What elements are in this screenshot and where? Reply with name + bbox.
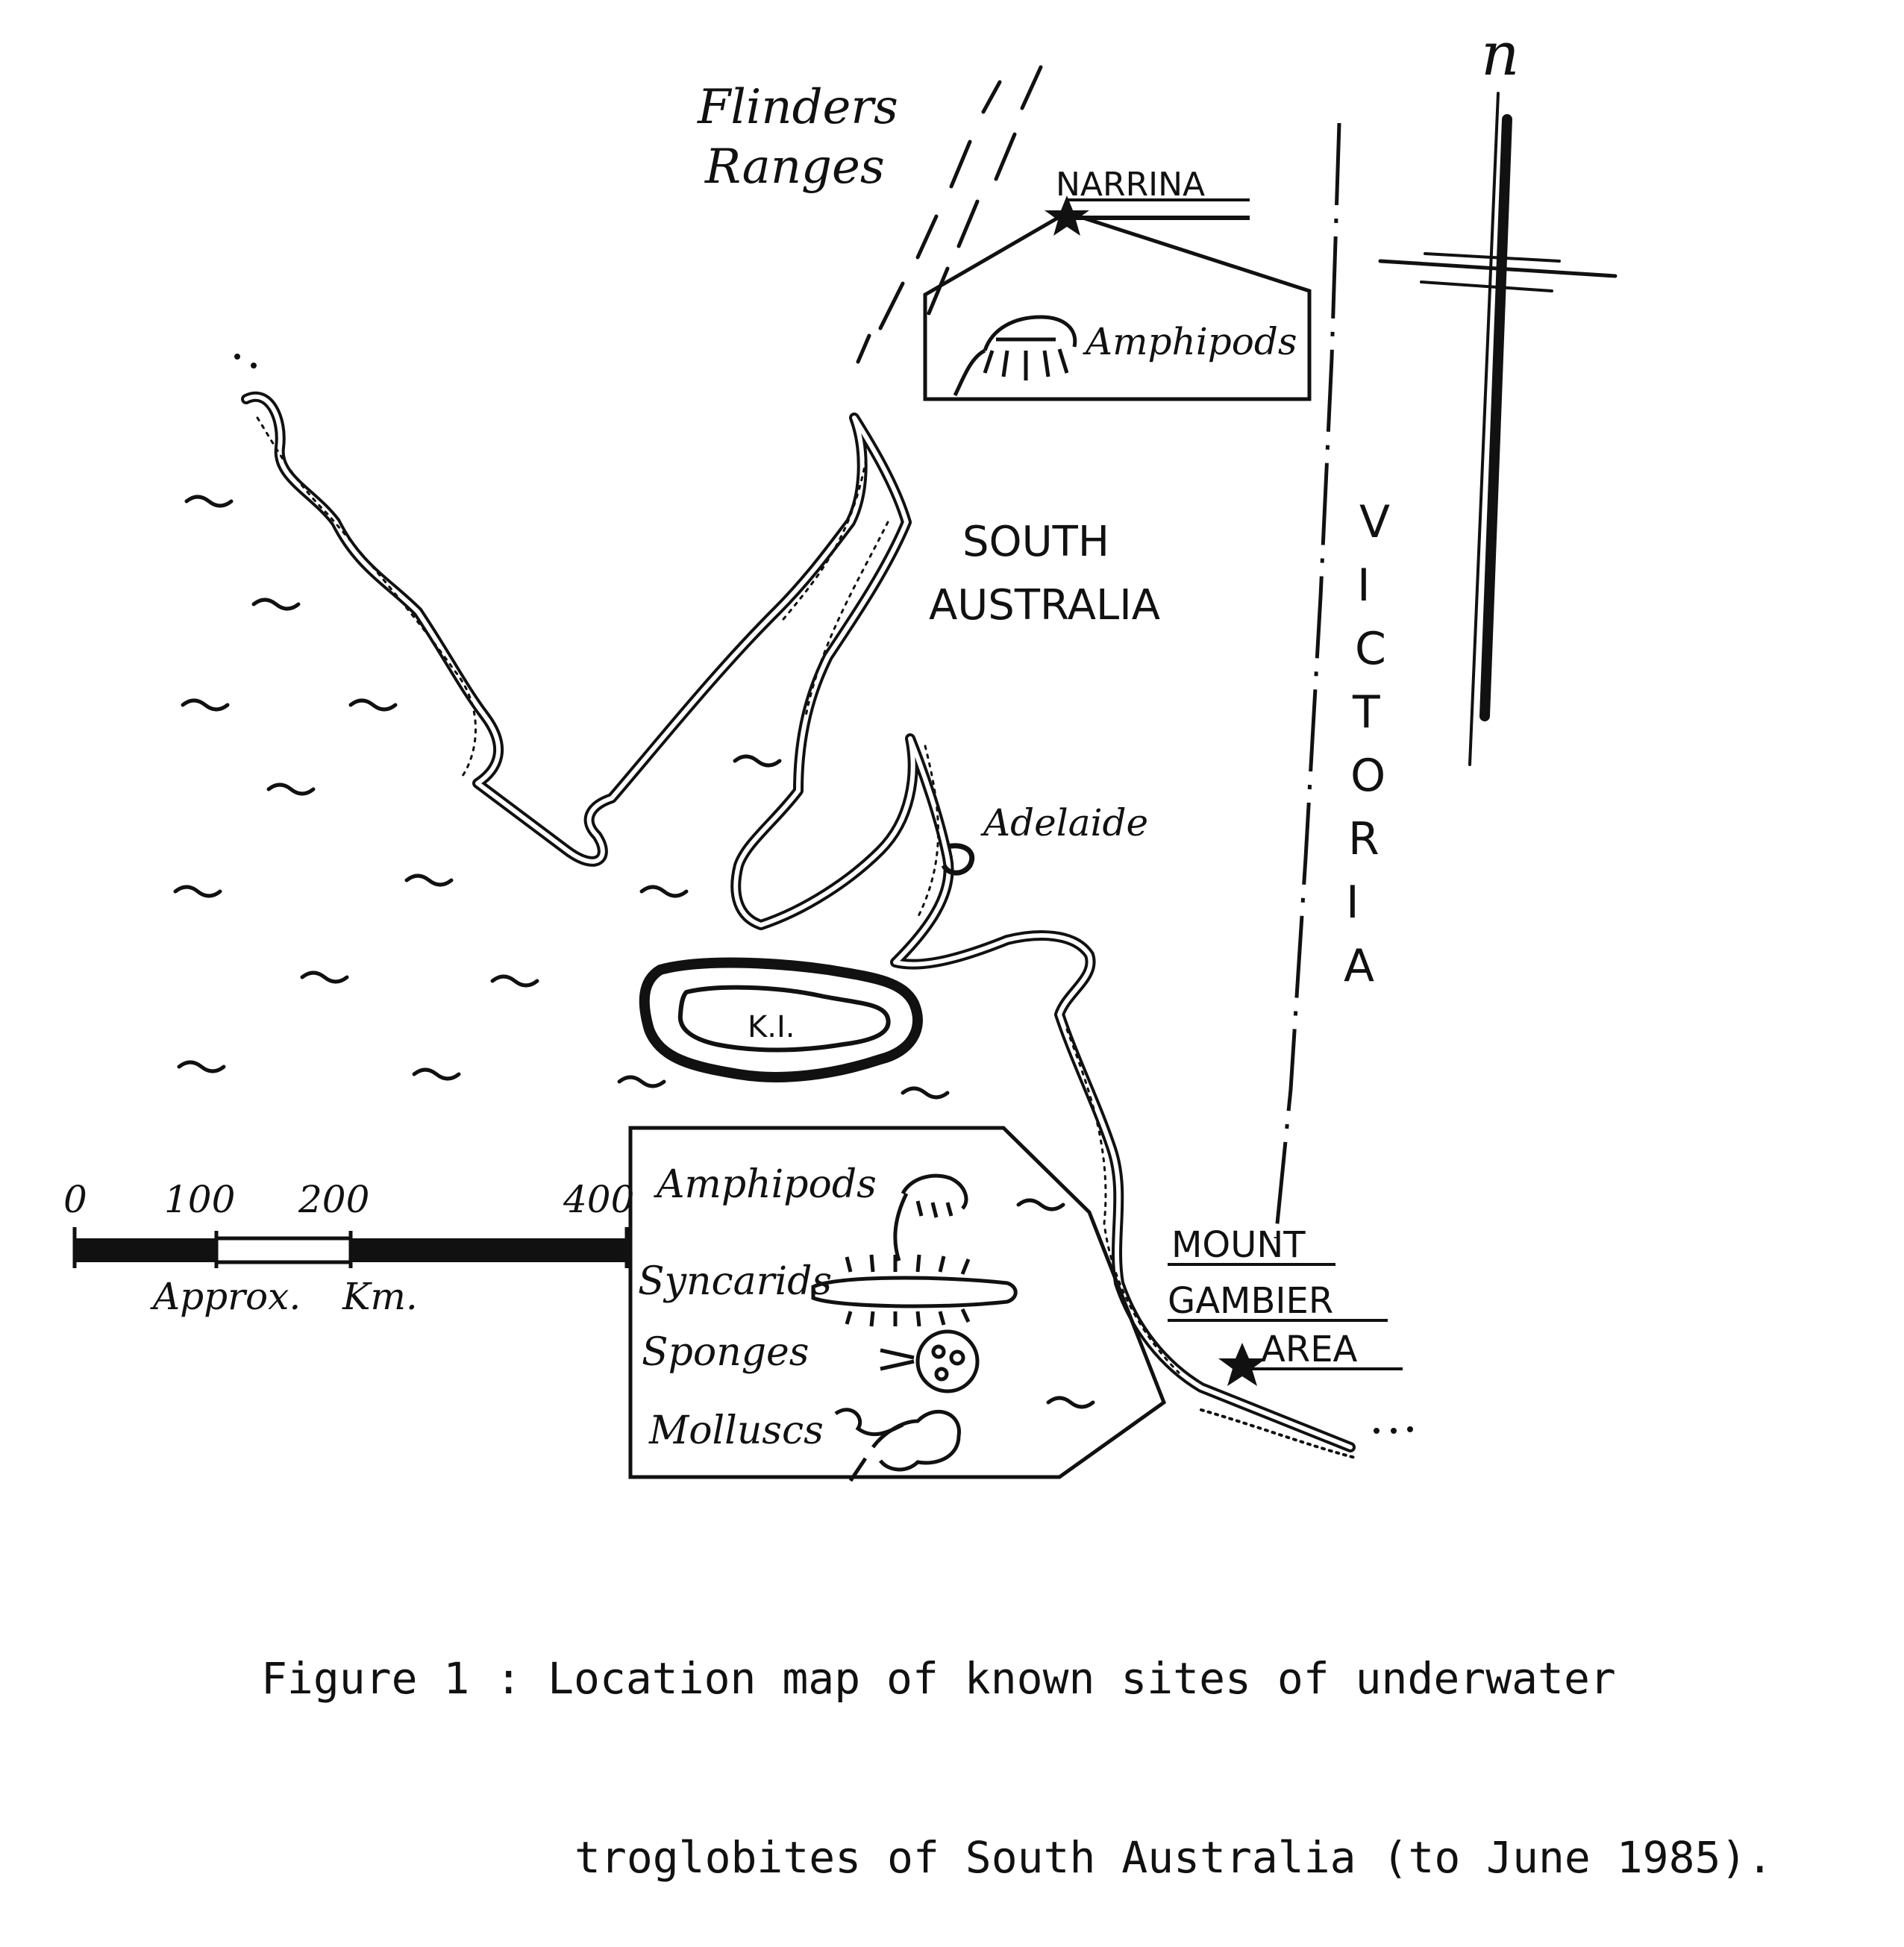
sea-wave	[177, 1060, 226, 1073]
caption-line-2: troglobites of South Australia (to June …	[574, 1832, 1773, 1883]
ranges-dash	[994, 132, 1017, 181]
sea-wave	[639, 885, 689, 898]
location-map: NARRINA Amphipods Amphipods Syncarids Sp…	[63, 19, 1618, 1482]
ranges-dash	[878, 281, 905, 330]
victoria-letter: V	[1359, 496, 1390, 548]
north-inset: NARRINA Amphipods	[923, 166, 1312, 401]
north-arrow-label: n	[1481, 19, 1520, 89]
north-inset-taxon: Amphipods	[1083, 320, 1297, 363]
victoria-letter: A	[1344, 940, 1374, 992]
sponge-icon	[880, 1329, 980, 1393]
syncarid-icon	[811, 1254, 1018, 1327]
narrina-star-icon	[1045, 195, 1089, 236]
area-label: AREA	[1261, 1329, 1358, 1370]
victoria-letter: O	[1350, 750, 1385, 802]
sea-wave	[733, 754, 782, 768]
adelaide-label: Adelaide	[980, 801, 1148, 844]
sea-wave	[181, 698, 230, 712]
ranges-dash	[856, 333, 871, 364]
flinders-ranges-marks	[856, 65, 1043, 364]
sea-wave	[617, 1075, 666, 1088]
victoria-letter: R	[1348, 813, 1380, 865]
scale-tick-label: 400	[563, 1178, 634, 1221]
amphipod-icon	[953, 315, 1077, 397]
coastline-inner	[244, 394, 1353, 1449]
sea-wave	[1016, 1198, 1065, 1211]
flinders-label: Flinders	[697, 80, 898, 135]
sea-wave	[412, 1067, 461, 1081]
coast-fuzz-south	[1200, 1408, 1359, 1460]
sea-wave	[348, 698, 398, 712]
gambier-label: GAMBIER	[1168, 1280, 1333, 1322]
sea-wave	[901, 1086, 950, 1100]
ki-inner-outline	[677, 985, 891, 1053]
ranges-label: Ranges	[704, 139, 885, 195]
ranges-dash	[949, 139, 972, 189]
sea-wave	[490, 974, 539, 988]
sea-waves	[173, 495, 1095, 1409]
sea-wave	[1046, 1396, 1095, 1409]
scale-tick-label: 0	[63, 1178, 87, 1221]
victoria-letter: C	[1355, 623, 1386, 675]
mollusc-icon	[834, 1408, 961, 1482]
state-border	[1274, 122, 1341, 1239]
ki-outer-outline	[639, 957, 923, 1082]
adelaide-bump	[941, 843, 975, 876]
south-inset-taxon: Sponges	[642, 1330, 809, 1375]
ki-label: K.I.	[748, 1010, 795, 1044]
south-inset: Amphipods Syncarids Sponges Molluscs	[628, 1126, 1167, 1482]
sea-wave	[300, 971, 349, 984]
ranges-dash	[915, 214, 939, 260]
scale-unit-label: Approx. Km.	[150, 1275, 418, 1318]
victoria-letter: T	[1352, 686, 1380, 739]
north-inset-box	[923, 210, 1312, 401]
ranges-dash	[981, 80, 1002, 114]
sea-wave	[184, 495, 234, 508]
coast-dots	[234, 354, 1413, 1434]
sea-wave	[251, 598, 301, 611]
scale-tick-label: 200	[298, 1178, 369, 1221]
south-label: SOUTH	[962, 518, 1109, 566]
south-inset-taxon: Molluscs	[648, 1408, 824, 1453]
kangaroo-island	[639, 957, 923, 1082]
victoria-letter: I	[1346, 877, 1359, 929]
ranges-dash	[1020, 65, 1043, 110]
south-inset-taxon: Syncarids	[638, 1259, 832, 1304]
scale-bar: 0 100 200 400 Approx. Km.	[63, 1178, 634, 1318]
scale-tick-label: 100	[164, 1178, 235, 1221]
narrina-label: NARRINA	[1056, 166, 1205, 204]
north-arrow: n	[1378, 19, 1618, 766]
ranges-dash	[927, 266, 950, 316]
scale-segment-white	[214, 1236, 353, 1264]
coastline	[241, 391, 1359, 1460]
sea-wave	[173, 885, 222, 898]
victoria-letter: I	[1357, 559, 1371, 612]
coastline-stipple	[256, 416, 1180, 1374]
figure-caption: Figure 1 : Location map of known sites o…	[261, 1529, 1865, 1947]
south-inset-taxon: Amphipods	[654, 1162, 877, 1207]
scale-segment-black	[75, 1238, 216, 1262]
ranges-dash	[956, 199, 980, 248]
mount-gambier-star-icon	[1218, 1343, 1266, 1386]
mount-label: MOUNT	[1171, 1224, 1306, 1266]
south-inset-box	[628, 1126, 1167, 1479]
australia-label: AUSTRALIA	[929, 581, 1160, 630]
amphipod-icon	[893, 1173, 968, 1261]
sea-wave	[404, 874, 454, 887]
caption-line-1: Figure 1 : Location map of known sites o…	[261, 1653, 1616, 1704]
mount-gambier-underlines	[1168, 1263, 1403, 1370]
scale-segment-black	[351, 1238, 627, 1262]
sea-wave	[266, 783, 316, 796]
